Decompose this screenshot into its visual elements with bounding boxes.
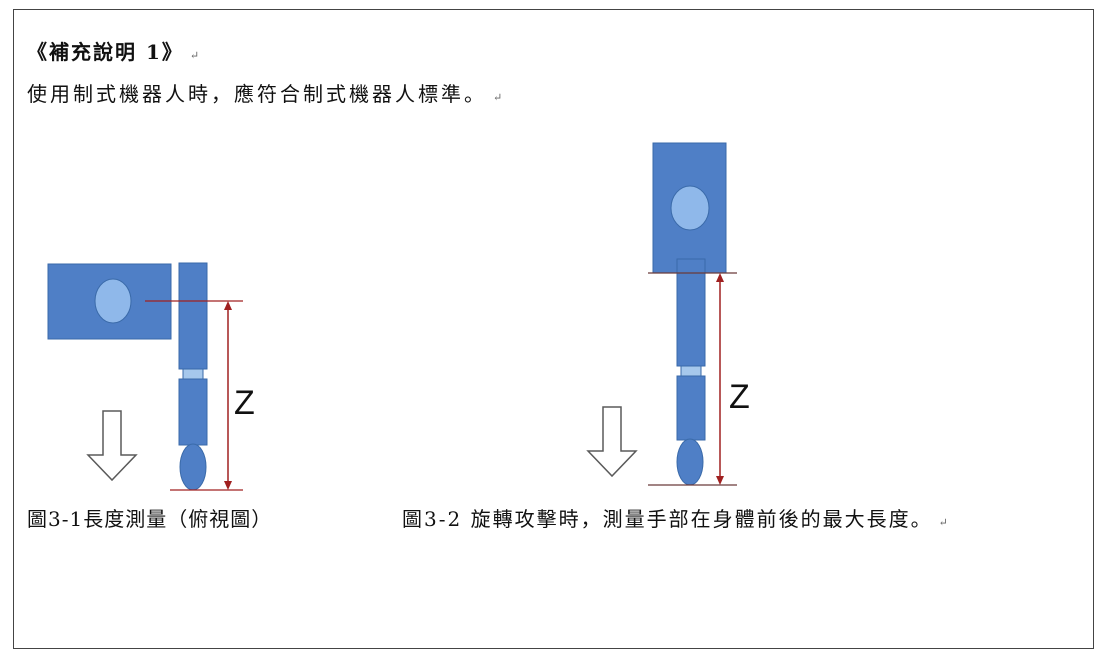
hand-ellipse (676, 438, 704, 486)
upper-arm-segment (676, 258, 706, 367)
figures-canvas: Z Z (47, 142, 750, 491)
down-arrow-icon (586, 406, 638, 478)
rule-text: 使用制式機器人時，應符合制式機器人標準。 (27, 82, 487, 106)
z-label: Z (729, 378, 750, 416)
figure-3-1: Z (47, 262, 255, 491)
rule-text-line: 使用制式機器人時，應符合制式機器人標準。 ↵ (27, 78, 505, 107)
measure-arrowhead-up (716, 273, 724, 282)
caption-figure-3-2-text: 圖3-2 旋轉攻擊時，測量手部在身體前後的最大長度。 (402, 507, 933, 531)
measure-arrowhead-down (716, 476, 724, 485)
section-title-text: 《補充說明 1》 (27, 40, 184, 64)
paragraph-mark-icon: ↵ (493, 91, 506, 104)
hand-ellipse (179, 443, 207, 491)
section-title: 《補充說明 1》 ↵ (27, 36, 201, 65)
measure-arrowhead-up (224, 301, 232, 310)
paragraph-mark-icon: ↵ (938, 516, 950, 529)
caption-figure-3-2: 圖3-2 旋轉攻擊時，測量手部在身體前後的最大長度。 ↵ (402, 503, 950, 532)
figure-3-2: Z (586, 142, 750, 486)
upper-arm-segment (178, 262, 208, 370)
measure-arrowhead-down (224, 481, 232, 490)
arm-joint (182, 368, 204, 380)
robot-body-circle (670, 185, 710, 231)
arm-joint (680, 365, 702, 377)
forearm-segment (178, 378, 208, 446)
forearm-segment (676, 375, 706, 441)
caption-figure-3-1: 圖3-1長度測量（俯視圖） (27, 507, 273, 531)
down-arrow-icon (86, 410, 138, 482)
z-label: Z (234, 384, 255, 422)
paragraph-mark-icon: ↵ (189, 49, 202, 62)
robot-body-circle (94, 278, 132, 324)
